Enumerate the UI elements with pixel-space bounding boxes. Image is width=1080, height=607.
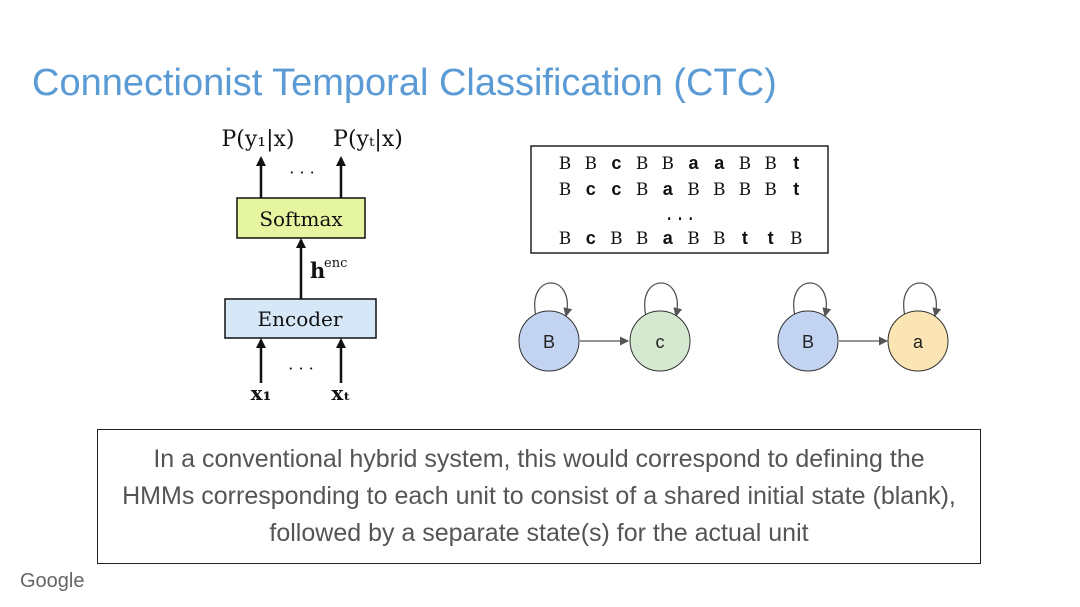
hmm-state-a xyxy=(887,310,949,372)
alignment-symbol: t xyxy=(742,228,748,248)
alignment-symbol: c xyxy=(611,153,621,173)
softmax-box xyxy=(236,197,366,239)
encoder-box xyxy=(224,298,377,339)
alignment-symbol: a xyxy=(714,153,725,173)
alignment-symbol: a xyxy=(688,153,699,173)
alignment-symbol: B xyxy=(739,180,752,200)
alignment-symbol: c xyxy=(586,179,596,199)
alignment-symbol: B xyxy=(739,154,752,174)
hidden-sup: enc xyxy=(324,256,347,271)
hmm-state-blank-1 xyxy=(518,310,580,372)
output-prob-last: P(yₜ|x) xyxy=(333,127,403,152)
alignment-symbol: B xyxy=(764,154,777,174)
explanation-text: In a conventional hybrid system, this wo… xyxy=(122,445,956,547)
alignment-symbol: c xyxy=(586,228,596,248)
alignment-symbol: B xyxy=(713,229,726,249)
alignment-symbol: B xyxy=(559,180,572,200)
self-loop-3 xyxy=(793,282,832,317)
alignment-symbol: B xyxy=(662,154,675,174)
output-prob-first: P(y₁|x) xyxy=(221,127,294,152)
input-last: xₜ xyxy=(331,381,350,405)
alignment-symbol: a xyxy=(663,228,674,248)
encoder-diagram: P(y₁|x) P(yₜ|x) · · · Softmax h enc Enco… xyxy=(221,127,402,405)
alignment-ellipsis: ... xyxy=(664,206,696,226)
hmm-state-label-2: c xyxy=(656,332,665,352)
alignment-symbol: a xyxy=(663,179,674,199)
alignment-symbol: B xyxy=(559,229,572,249)
alignment-symbol: B xyxy=(559,154,572,174)
self-loop-4 xyxy=(903,282,942,317)
alignment-symbol: B xyxy=(636,229,649,249)
alignment-symbol: B xyxy=(790,229,803,249)
alignment-symbol: t xyxy=(793,179,799,199)
alignment-symbol: B xyxy=(687,180,700,200)
alignment-symbol: B xyxy=(764,180,777,200)
alignment-symbol: c xyxy=(611,179,621,199)
input-first: x₁ xyxy=(251,381,272,405)
encoder-label: Encoder xyxy=(258,307,343,331)
alignment-symbol: B xyxy=(584,154,597,174)
hidden-label: h xyxy=(310,258,325,283)
softmax-label: Softmax xyxy=(259,207,343,231)
alignment-symbol: t xyxy=(768,228,774,248)
hmm-diagrams: B c B a xyxy=(518,282,949,372)
explanation-box: In a conventional hybrid system, this wo… xyxy=(97,429,981,564)
alignment-symbol: t xyxy=(793,153,799,173)
ellipsis-bottom: · · · xyxy=(288,359,313,378)
self-loop-2 xyxy=(644,282,683,317)
ellipsis-top: · · · xyxy=(289,163,314,182)
alignment-symbol: B xyxy=(713,180,726,200)
self-loop-1 xyxy=(534,282,573,317)
hmm-state-label-4: a xyxy=(913,332,924,352)
slide-title: Connectionist Temporal Classification (C… xyxy=(32,62,777,104)
hmm-state-label-1: B xyxy=(543,332,555,352)
alignment-symbol: B xyxy=(636,180,649,200)
google-logo: Google xyxy=(20,570,85,592)
alignment-symbol: B xyxy=(687,229,700,249)
hmm-state-label-3: B xyxy=(802,332,814,352)
alignment-symbol: B xyxy=(636,154,649,174)
alignment-symbol: B xyxy=(610,229,623,249)
hmm-state-blank-2 xyxy=(777,310,839,372)
hmm-state-c xyxy=(629,310,691,372)
